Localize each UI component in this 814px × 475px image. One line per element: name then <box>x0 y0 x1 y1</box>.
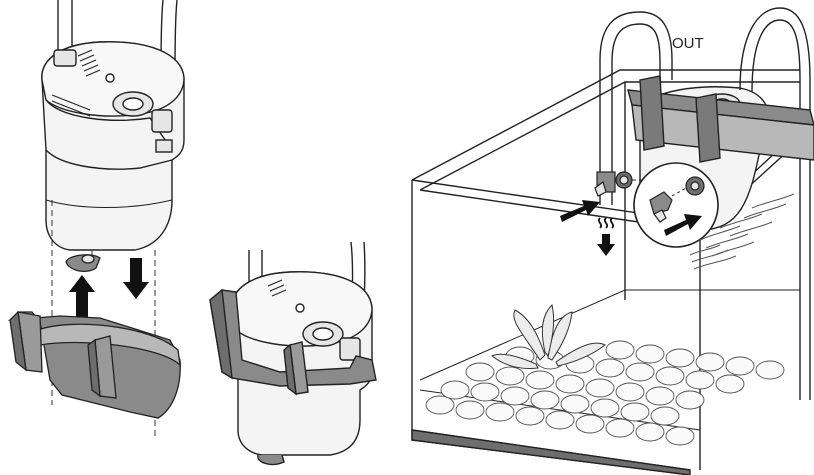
filter-base-bracket <box>10 312 180 418</box>
outlet-label: OUT <box>672 35 704 52</box>
intake-hose <box>740 8 810 400</box>
down-arrow-icon <box>123 258 149 299</box>
filter-unit-assembled <box>210 242 376 464</box>
detail-magnifier <box>634 163 718 247</box>
flow-down-arrow-icon <box>597 234 615 256</box>
suction-cup-part <box>66 255 100 272</box>
filter-unit-left <box>42 0 184 250</box>
outlet-nozzle <box>595 172 632 196</box>
water-flow-icon <box>599 218 613 228</box>
up-arrow-icon <box>69 275 95 318</box>
